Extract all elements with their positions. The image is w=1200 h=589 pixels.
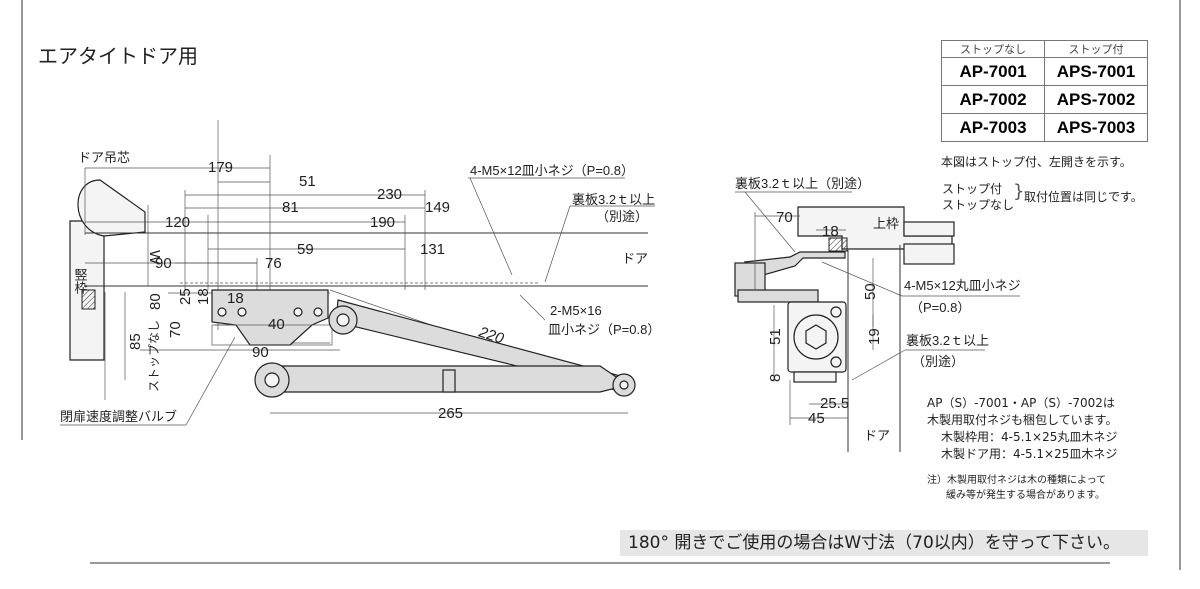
- arm-nut: [442, 369, 456, 393]
- model-cell: AP-7003: [941, 113, 1045, 142]
- valve-label: 閉扉速度調整バルブ: [60, 409, 177, 424]
- same-position-note: 取付位置は同じです。: [1024, 190, 1143, 204]
- side-dimension-lines: [754, 212, 874, 425]
- dim-230: 230: [377, 186, 402, 203]
- dim-179: 179: [208, 159, 233, 176]
- top-frame-label: 上枠: [873, 216, 899, 231]
- usage-banner: 180° 開きでご使用の場合はW寸法（70以内）を守って下さい。: [620, 530, 1148, 556]
- hinge-center-label: ドア吊芯: [78, 150, 130, 165]
- caution-note-1: 注）木製用取付ネジは木の種類によって: [927, 475, 1107, 486]
- top-frame-block: [903, 221, 955, 237]
- model-table: ストップなし ストップ付 AP-7001 APS-7001 AP-7002 AP…: [941, 40, 1148, 142]
- stop-with-label: ストップ付: [942, 182, 1003, 196]
- side-door-label: ドア: [864, 428, 890, 443]
- model-cell: AP-7002: [941, 85, 1045, 114]
- hex-nut-icon: [805, 324, 827, 350]
- closer-base: [793, 371, 837, 383]
- side-dim-19: 19: [866, 328, 883, 345]
- pivot-upper-screw-icon: [336, 313, 350, 327]
- dim-59: 59: [297, 241, 314, 258]
- model-cell: APS-7003: [1044, 113, 1148, 142]
- wood-note-1: AP（S）-7001・AP（S）-7002は: [927, 396, 1115, 410]
- caution-note-2: 緩み等が発生する場合があります。: [946, 490, 1105, 501]
- w-label: W: [146, 250, 163, 265]
- arm-end-screw-icon: [619, 380, 629, 390]
- dim-70: 70: [167, 321, 184, 338]
- dim-76: 76: [265, 255, 282, 272]
- bracket-outline: [211, 324, 333, 346]
- side-dim-45: 45: [808, 410, 825, 427]
- hinge-outline: [77, 179, 146, 237]
- page-title: エアタイトドア用: [38, 44, 198, 68]
- screw-icon: [830, 306, 842, 318]
- dim-131: 131: [420, 241, 445, 258]
- top-frame-lower: [903, 243, 955, 265]
- side-screw-label: 4-M5×12丸皿小ネジ: [904, 278, 1021, 293]
- side-plate: [737, 289, 819, 303]
- side-dim-18: 18: [822, 223, 839, 240]
- dim-85: 85: [127, 333, 144, 350]
- side-dim-51: 51: [767, 328, 784, 345]
- dim-18-horizontal: 18: [227, 290, 244, 307]
- dim-51: 51: [299, 173, 316, 190]
- pivot-lower-hole: [264, 372, 280, 388]
- dim-120: 120: [165, 214, 190, 231]
- side-dim-25-5: 25.5: [820, 395, 849, 412]
- leader-backplate-top: [744, 191, 796, 253]
- leader-valve: [185, 336, 236, 426]
- door-label: ドア: [622, 251, 648, 266]
- leader-side-backplate: [851, 349, 906, 381]
- backplate-label: 裏板3.2ｔ以上: [572, 192, 655, 207]
- model-cell: AP-7001: [941, 57, 1045, 86]
- side-dim-8: 8: [767, 374, 784, 382]
- side-screw-label-1: 2-M5×16: [550, 303, 602, 318]
- screw-icon: [830, 356, 842, 368]
- figure-note: 本図はストップ付、左開きを示す。: [941, 155, 1132, 169]
- side-screw-pitch: （P=0.8）: [910, 300, 970, 315]
- dim-90-top: 90: [155, 255, 172, 272]
- side-view: 上枠 ドア 70 18 50 19 51 8 25.5: [734, 176, 1021, 452]
- leader-side-screw-top: [821, 261, 903, 297]
- leader-side-screw: [519, 294, 546, 321]
- dim-265: 265: [438, 405, 463, 422]
- side-dim-70: 70: [776, 209, 793, 226]
- dim-90-bottom: 90: [252, 344, 269, 361]
- side-backplate-label: 裏板3.2ｔ以上: [906, 333, 989, 348]
- frame-hatch: [81, 289, 96, 310]
- leader-top-screw: [469, 177, 513, 276]
- top-screw-label: 4-M5×12皿小ネジ（P=0.8）: [470, 163, 634, 178]
- side-backplate-sep: （別途）: [912, 354, 964, 369]
- side-dim-50: 50: [862, 283, 879, 300]
- dim-149: 149: [425, 199, 450, 216]
- dim-81: 81: [282, 199, 299, 216]
- wood-note-2: 木製用取付ネジも梱包しています。: [927, 413, 1118, 427]
- front-view: 竪枠 ドア ドア吊芯 W: [60, 120, 660, 426]
- frame-label: 竪枠: [73, 268, 88, 294]
- frame-hatch-side: [828, 237, 848, 252]
- stop-without-label: ストップなし: [942, 198, 1015, 212]
- side-backplate-top-label: 裏板3.2ｔ以上（別途）: [735, 176, 870, 191]
- dim-25: 25: [177, 288, 194, 305]
- wood-note-4: 木製ドア用：4-5.1×25皿木ネジ: [941, 447, 1118, 461]
- dim-80: 80: [147, 293, 164, 310]
- dim-190: 190: [370, 214, 395, 231]
- model-cell: APS-7001: [1044, 57, 1148, 86]
- wood-note-3: 木製枠用：4-5.1×25丸皿木ネジ: [941, 430, 1118, 444]
- brace-icon: }: [1013, 181, 1025, 202]
- stop-none-label: ストップなし: [147, 320, 161, 392]
- backplate-sep-label: （別途）: [596, 209, 648, 224]
- dim-18-vertical: 18: [195, 288, 212, 305]
- leader-backplate: [544, 205, 571, 283]
- side-arm: [743, 251, 846, 277]
- model-cell: APS-7002: [1044, 85, 1148, 114]
- dim-40: 40: [268, 316, 285, 333]
- side-screw-label-2: 皿小ネジ（P=0.8）: [548, 322, 660, 337]
- screw-holes: [217, 307, 323, 317]
